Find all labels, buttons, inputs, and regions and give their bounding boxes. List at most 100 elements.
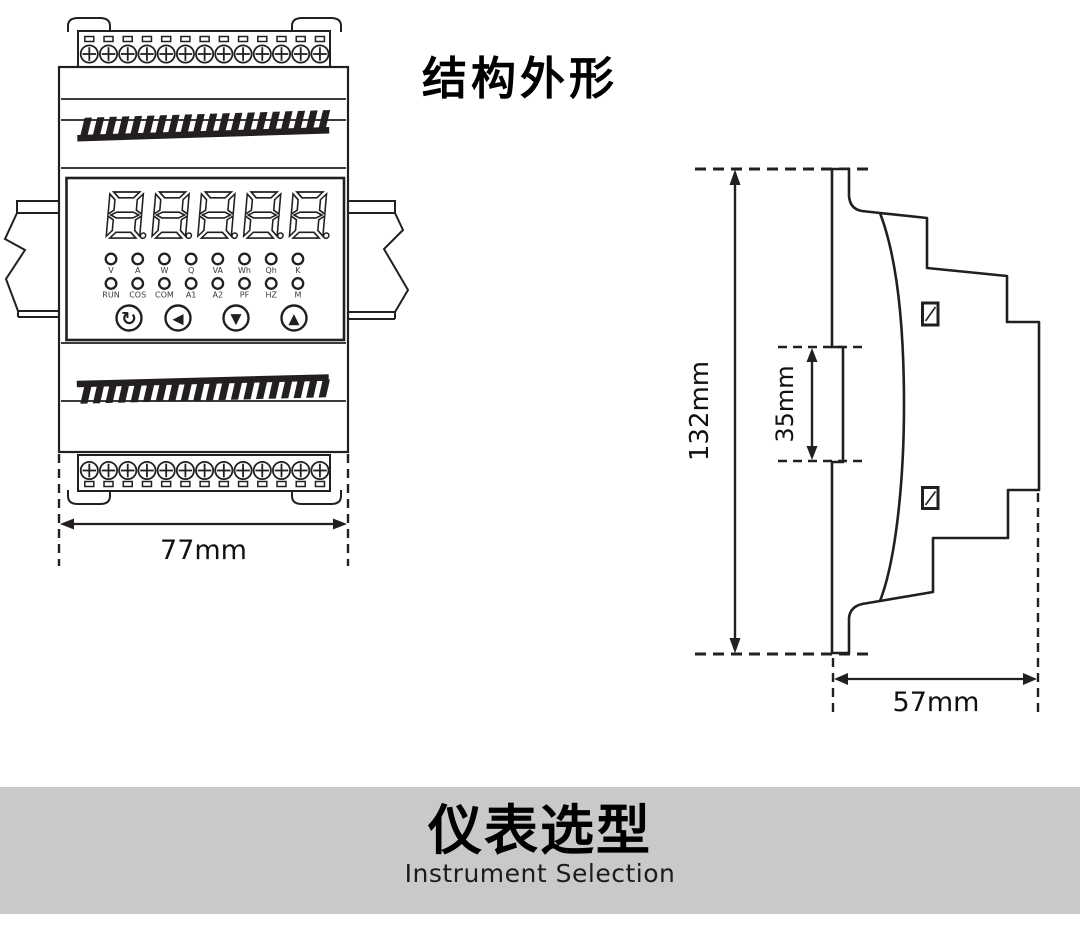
vent-slat (105, 116, 117, 136)
screw-terminal (99, 35, 119, 64)
vent-slat (155, 115, 168, 134)
panel-buttons: ↻ ◀ ▼ ▲ (115, 304, 308, 332)
vent-slat (281, 380, 293, 399)
dimension-width-label: 77mm (160, 535, 247, 566)
vent-slat (255, 111, 268, 131)
led-label: HZ (265, 291, 277, 300)
side-view-drawing: 132mm 35mm 57mm (685, 167, 1041, 718)
section-banner: 仪表选型 Instrument Selection (0, 787, 1080, 914)
led-label: A (135, 266, 141, 275)
mounting-tab-bottom-left (67, 490, 111, 505)
down-icon: ▼ (230, 312, 242, 328)
din-rail-right (348, 200, 410, 320)
vent-slat (117, 116, 130, 135)
seven-segment-digit (151, 191, 193, 240)
vent-slat (293, 380, 305, 399)
cycle-button[interactable]: ↻ (115, 304, 143, 332)
led-label: A2 (213, 291, 224, 300)
led-indicator: W (157, 252, 171, 275)
screw-terminal (252, 35, 272, 64)
vent-slat (92, 117, 105, 136)
led-label: A1 (186, 291, 197, 300)
led-indicator: PF (238, 277, 251, 300)
mounting-tab-top-right (291, 17, 342, 32)
led-indicator: RUN (102, 277, 120, 300)
screw-terminal (137, 35, 157, 64)
side-profile-front-curve (878, 212, 906, 602)
vent-slat (318, 109, 331, 129)
screw-terminal (195, 35, 215, 64)
led-label: Q (188, 266, 194, 275)
dimension-rail-label: 35mm (771, 365, 799, 442)
vent-slat (243, 112, 255, 131)
screw-terminal (137, 461, 157, 488)
led-indicator: A2 (211, 277, 225, 300)
banner-title: 仪表选型 (428, 799, 652, 862)
vent-slat (143, 384, 155, 403)
led-indicator: K (291, 252, 305, 275)
left-button[interactable]: ◀ (164, 304, 192, 332)
banner-subtitle: Instrument Selection (404, 858, 676, 888)
led-indicator: Wh (238, 252, 251, 275)
vent-slat (205, 113, 218, 132)
screw-terminal (252, 461, 272, 488)
led-indicator: Qh (264, 252, 278, 275)
led-indicator: COM (155, 277, 174, 300)
vent-slat (243, 381, 255, 400)
vent-slat (130, 384, 142, 403)
led-label: Qh (266, 266, 277, 275)
vent-slat (180, 114, 193, 133)
led-label: VA (213, 266, 224, 275)
screw-terminal (271, 461, 291, 488)
panel-clip-top (921, 301, 940, 327)
led-indicator: A1 (184, 277, 198, 300)
screw-terminal (118, 35, 138, 64)
led-label: M (294, 291, 301, 300)
screw-terminal (291, 35, 311, 64)
vent-slat (255, 381, 268, 400)
down-button[interactable]: ▼ (222, 304, 250, 332)
led-label: V (108, 266, 114, 275)
vent-slat (230, 112, 243, 132)
vent-slat (280, 111, 293, 130)
vent-slat (268, 380, 280, 399)
terminal-screws (79, 35, 330, 488)
cycle-icon: ↻ (121, 308, 137, 330)
screw-terminal (195, 461, 215, 488)
up-button[interactable]: ▲ (280, 304, 308, 332)
screw-terminal (118, 461, 138, 488)
screw-terminal (214, 35, 234, 64)
vent-slat (155, 383, 167, 402)
screw-terminal (156, 35, 176, 64)
left-icon: ◀ (172, 312, 184, 328)
seven-segment-digit (105, 191, 147, 240)
screw-terminal (310, 461, 330, 488)
dimension-height: 132mm (685, 169, 741, 654)
vent-slat (117, 384, 130, 403)
screw-terminal (271, 35, 291, 64)
vent-slat (218, 113, 230, 132)
led-indicator: HZ (264, 277, 278, 300)
led-label: COM (155, 291, 174, 300)
led-indicator: Q (184, 252, 198, 275)
seven-segment-digit (288, 191, 330, 240)
led-indicator: A (131, 252, 145, 275)
led-label: PF (240, 291, 250, 300)
screw-terminal (99, 461, 119, 488)
mounting-tab-top-left (67, 17, 111, 32)
dimension-height-label: 132mm (685, 361, 715, 461)
screw-terminal (310, 35, 330, 64)
vent-slat (105, 385, 117, 404)
led-label: W (160, 266, 168, 275)
dimension-depth: 57mm (831, 493, 1040, 718)
led-label: RUN (102, 291, 119, 300)
vent-slat (193, 382, 205, 401)
vent-slat (168, 114, 180, 134)
screw-terminal (79, 35, 99, 64)
seven-segment-display (105, 191, 330, 240)
screw-terminal (233, 461, 253, 488)
vent-slat (142, 115, 155, 134)
